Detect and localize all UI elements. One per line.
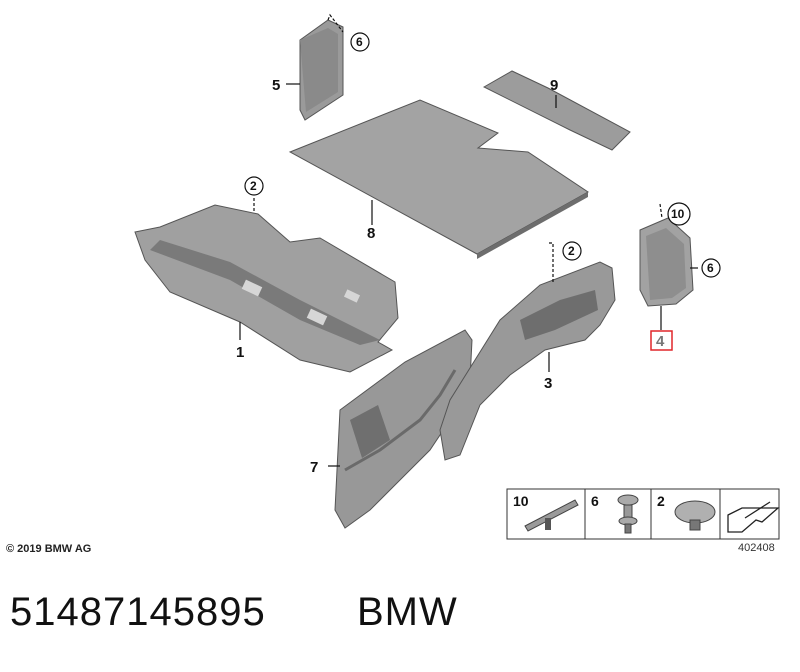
callout-4: 4	[656, 333, 665, 350]
drawing-number: 402408	[738, 542, 775, 554]
callout-6a-circle	[350, 32, 370, 52]
callout-6a: 6	[356, 35, 363, 49]
callout-2b-circle	[562, 241, 582, 261]
part-8-mat	[288, 99, 589, 255]
part-4-panel-face	[646, 228, 686, 300]
part-8-mat-edge	[477, 192, 588, 259]
callout-10: 10	[671, 207, 685, 221]
callout-7: 7	[310, 459, 318, 476]
legend-item-10-label: 10	[513, 493, 529, 509]
clip-strip-icon	[524, 499, 579, 532]
part-9-strip	[482, 70, 631, 151]
callout-2a-circle	[244, 176, 264, 196]
expanding-rivet-icon	[674, 500, 716, 531]
callout-9: 9	[550, 77, 558, 94]
part-1-cutout-c	[343, 289, 361, 303]
copyright-notice: © 2019 BMW AG	[6, 543, 92, 555]
brand-name: BMW	[357, 590, 458, 634]
callout-3: 3	[544, 375, 552, 392]
callout-4-highlight	[650, 330, 673, 351]
push-clip-icon	[617, 494, 639, 534]
legend-item-6-label: 6	[591, 493, 599, 509]
part-5-panel-face	[300, 28, 338, 112]
callout-6b: 6	[707, 261, 714, 275]
leader-lines	[239, 13, 698, 467]
part-7-door-panel	[334, 329, 473, 529]
fastener-legend: 10 6 2	[506, 488, 780, 540]
callout-8: 8	[367, 225, 375, 242]
part-number: 51487145895	[10, 590, 266, 634]
callout-10-circle	[667, 202, 691, 226]
part-7-contour	[344, 369, 457, 472]
legend-item-2-label: 2	[657, 493, 665, 509]
callout-1: 1	[236, 344, 244, 361]
callout-2a: 2	[250, 179, 257, 193]
callout-6b-circle	[701, 258, 721, 278]
callout-5: 5	[272, 77, 280, 94]
part-7-pocket	[350, 405, 390, 458]
part-1-cutout-a	[241, 279, 263, 297]
part-3-arch-shade	[520, 290, 598, 340]
direction-arrow-icon	[727, 501, 780, 533]
callout-2b: 2	[568, 244, 575, 258]
part-1-cutout-b	[306, 308, 328, 326]
